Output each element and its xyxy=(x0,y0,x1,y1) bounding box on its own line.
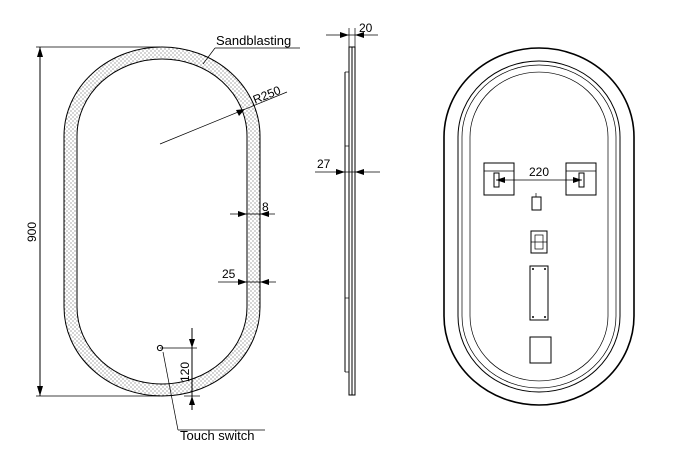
sandblasting-callout: Sandblasting xyxy=(202,33,300,65)
frame-width-label: 8 xyxy=(262,200,269,214)
depth-label: 20 xyxy=(359,21,373,35)
radius-dimension: R250 xyxy=(159,83,288,145)
height-dimension: 900 xyxy=(25,46,160,397)
sandblasting-label: Sandblasting xyxy=(216,33,291,48)
back-outer-outline xyxy=(443,47,635,406)
height-dim-label: 900 xyxy=(25,222,39,242)
led-driver xyxy=(529,265,549,321)
hanger-clip xyxy=(531,193,542,211)
left-bracket xyxy=(483,162,515,196)
connector xyxy=(530,230,548,254)
bracket-spacing-dimension: 220 xyxy=(496,165,582,183)
band-width-dimension: 25 xyxy=(218,267,276,285)
switch-module xyxy=(529,336,552,364)
mount-depth-dimension: 27 xyxy=(315,157,380,175)
switch-offset-dimension: 120 xyxy=(178,328,200,410)
frame-width-dimension: 8 xyxy=(230,200,275,217)
band-width-label: 25 xyxy=(222,267,236,281)
back-view: 220 xyxy=(443,47,635,406)
front-view: 900 Sandblasting R250 8 25 xyxy=(25,33,300,443)
switch-offset-label: 120 xyxy=(178,362,192,382)
sandblast-band xyxy=(63,46,261,397)
bracket-spacing-label: 220 xyxy=(529,165,549,179)
radius-label: R250 xyxy=(251,83,283,107)
touch-switch-label: Touch switch xyxy=(180,428,254,443)
side-view: 20 27 xyxy=(315,21,380,396)
right-bracket xyxy=(565,162,597,196)
touch-switch: Touch switch xyxy=(156,344,265,443)
depth-dimension: 20 xyxy=(326,21,378,47)
mount-depth-label: 27 xyxy=(317,157,331,171)
